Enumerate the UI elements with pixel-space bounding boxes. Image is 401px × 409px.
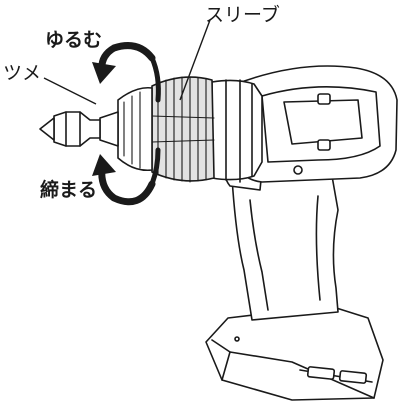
chuck-nose — [117, 86, 153, 172]
loosen-arrow — [98, 42, 156, 76]
jaw-label: ツメ — [3, 62, 42, 84]
sleeve-leader — [179, 19, 211, 101]
jaw-leader — [43, 77, 97, 105]
motor-body — [235, 65, 398, 183]
tighten-arrow — [98, 164, 156, 206]
sleeve-label: スリーブ — [205, 4, 280, 26]
clutch-ring — [211, 79, 263, 181]
loosen-label: ゆるむ — [45, 29, 103, 51]
tighten-label: 締まる — [40, 179, 98, 201]
driver-bit — [53, 111, 101, 147]
chuck-jaws — [99, 111, 119, 147]
loosen-arrowhead — [92, 62, 116, 84]
drill-handle — [231, 175, 339, 321]
tighten-arrowhead — [92, 154, 116, 176]
